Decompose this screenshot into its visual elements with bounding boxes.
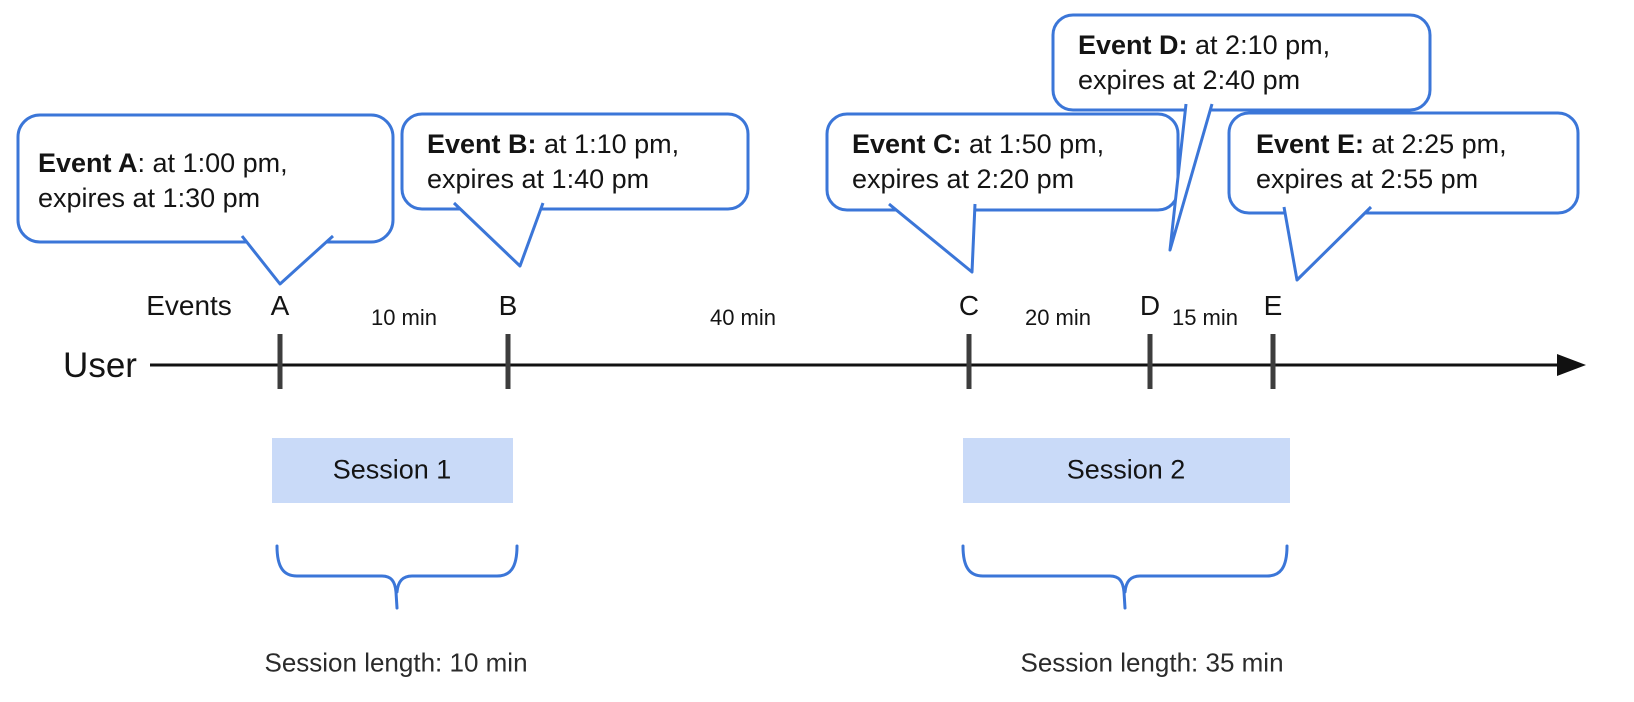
session-2-brace: [961, 544, 1289, 610]
session-1-brace: [275, 544, 519, 610]
callout-a-bubble: [16, 113, 395, 244]
callout-c-bubble: [825, 112, 1180, 212]
interval-b-c: 40 min: [709, 305, 777, 330]
callout-e-line2: expires at 2:55 pm: [1256, 164, 1479, 194]
callout-b-tail: [452, 201, 545, 268]
callout-c-tail: [888, 202, 977, 274]
interval-a-b: 10 min: [370, 305, 438, 330]
event-letter-b: B: [498, 290, 518, 321]
session-1-box: [272, 438, 513, 503]
callout-e-line1: Event E: at 2:25 pm,: [1256, 129, 1507, 159]
callout-e-text: Event E: at 2:25 pm, expires at 2:55 pm: [1256, 127, 1507, 197]
session-2-label: Session 2: [1066, 454, 1186, 485]
session-1-label: Session 1: [332, 454, 452, 485]
callout-d-tail: [1168, 103, 1214, 252]
callout-e-bubble: [1227, 111, 1580, 215]
callout-b-line2: expires at 1:40 pm: [427, 164, 650, 194]
session-2-box: [963, 438, 1290, 503]
callout-c-text: Event C: at 1:50 pm, expires at 2:20 pm: [852, 127, 1104, 197]
callout-b-bubble: [400, 112, 750, 211]
callout-a-tail: [240, 234, 335, 286]
session-1-length-label: Session length: 10 min: [264, 647, 528, 678]
interval-c-d: 20 min: [1024, 305, 1092, 330]
callout-a-line2: expires at 1:30 pm: [38, 183, 261, 213]
user-label: User: [63, 346, 137, 385]
event-letter-c: C: [958, 290, 980, 321]
events-label: Events: [146, 290, 232, 321]
callout-d-bubble: [1051, 13, 1432, 112]
callout-c-line2: expires at 2:20 pm: [852, 164, 1075, 194]
callout-d-text: Event D: at 2:10 pm, expires at 2:40 pm: [1078, 28, 1330, 98]
timeline-arrowhead-icon: [1557, 354, 1586, 376]
callout-e-tail: [1282, 205, 1373, 282]
callout-a-line1: Event A: at 1:00 pm,: [38, 148, 288, 178]
callout-d-line2: expires at 2:40 pm: [1078, 65, 1301, 95]
callout-b-line1: Event B: at 1:10 pm,: [427, 129, 680, 159]
event-letter-d: D: [1139, 290, 1161, 321]
callout-d-line1: Event D: at 2:10 pm,: [1078, 30, 1331, 60]
callout-b-text: Event B: at 1:10 pm, expires at 1:40 pm: [427, 127, 679, 197]
callout-a-text: Event A: at 1:00 pm, expires at 1:30 pm: [38, 146, 288, 216]
event-letter-a: A: [270, 290, 290, 321]
callout-c-line1: Event C: at 1:50 pm,: [852, 129, 1105, 159]
session-2-length-label: Session length: 35 min: [1020, 647, 1284, 678]
interval-d-e: 15 min: [1171, 305, 1239, 330]
event-letter-e: E: [1263, 290, 1283, 321]
